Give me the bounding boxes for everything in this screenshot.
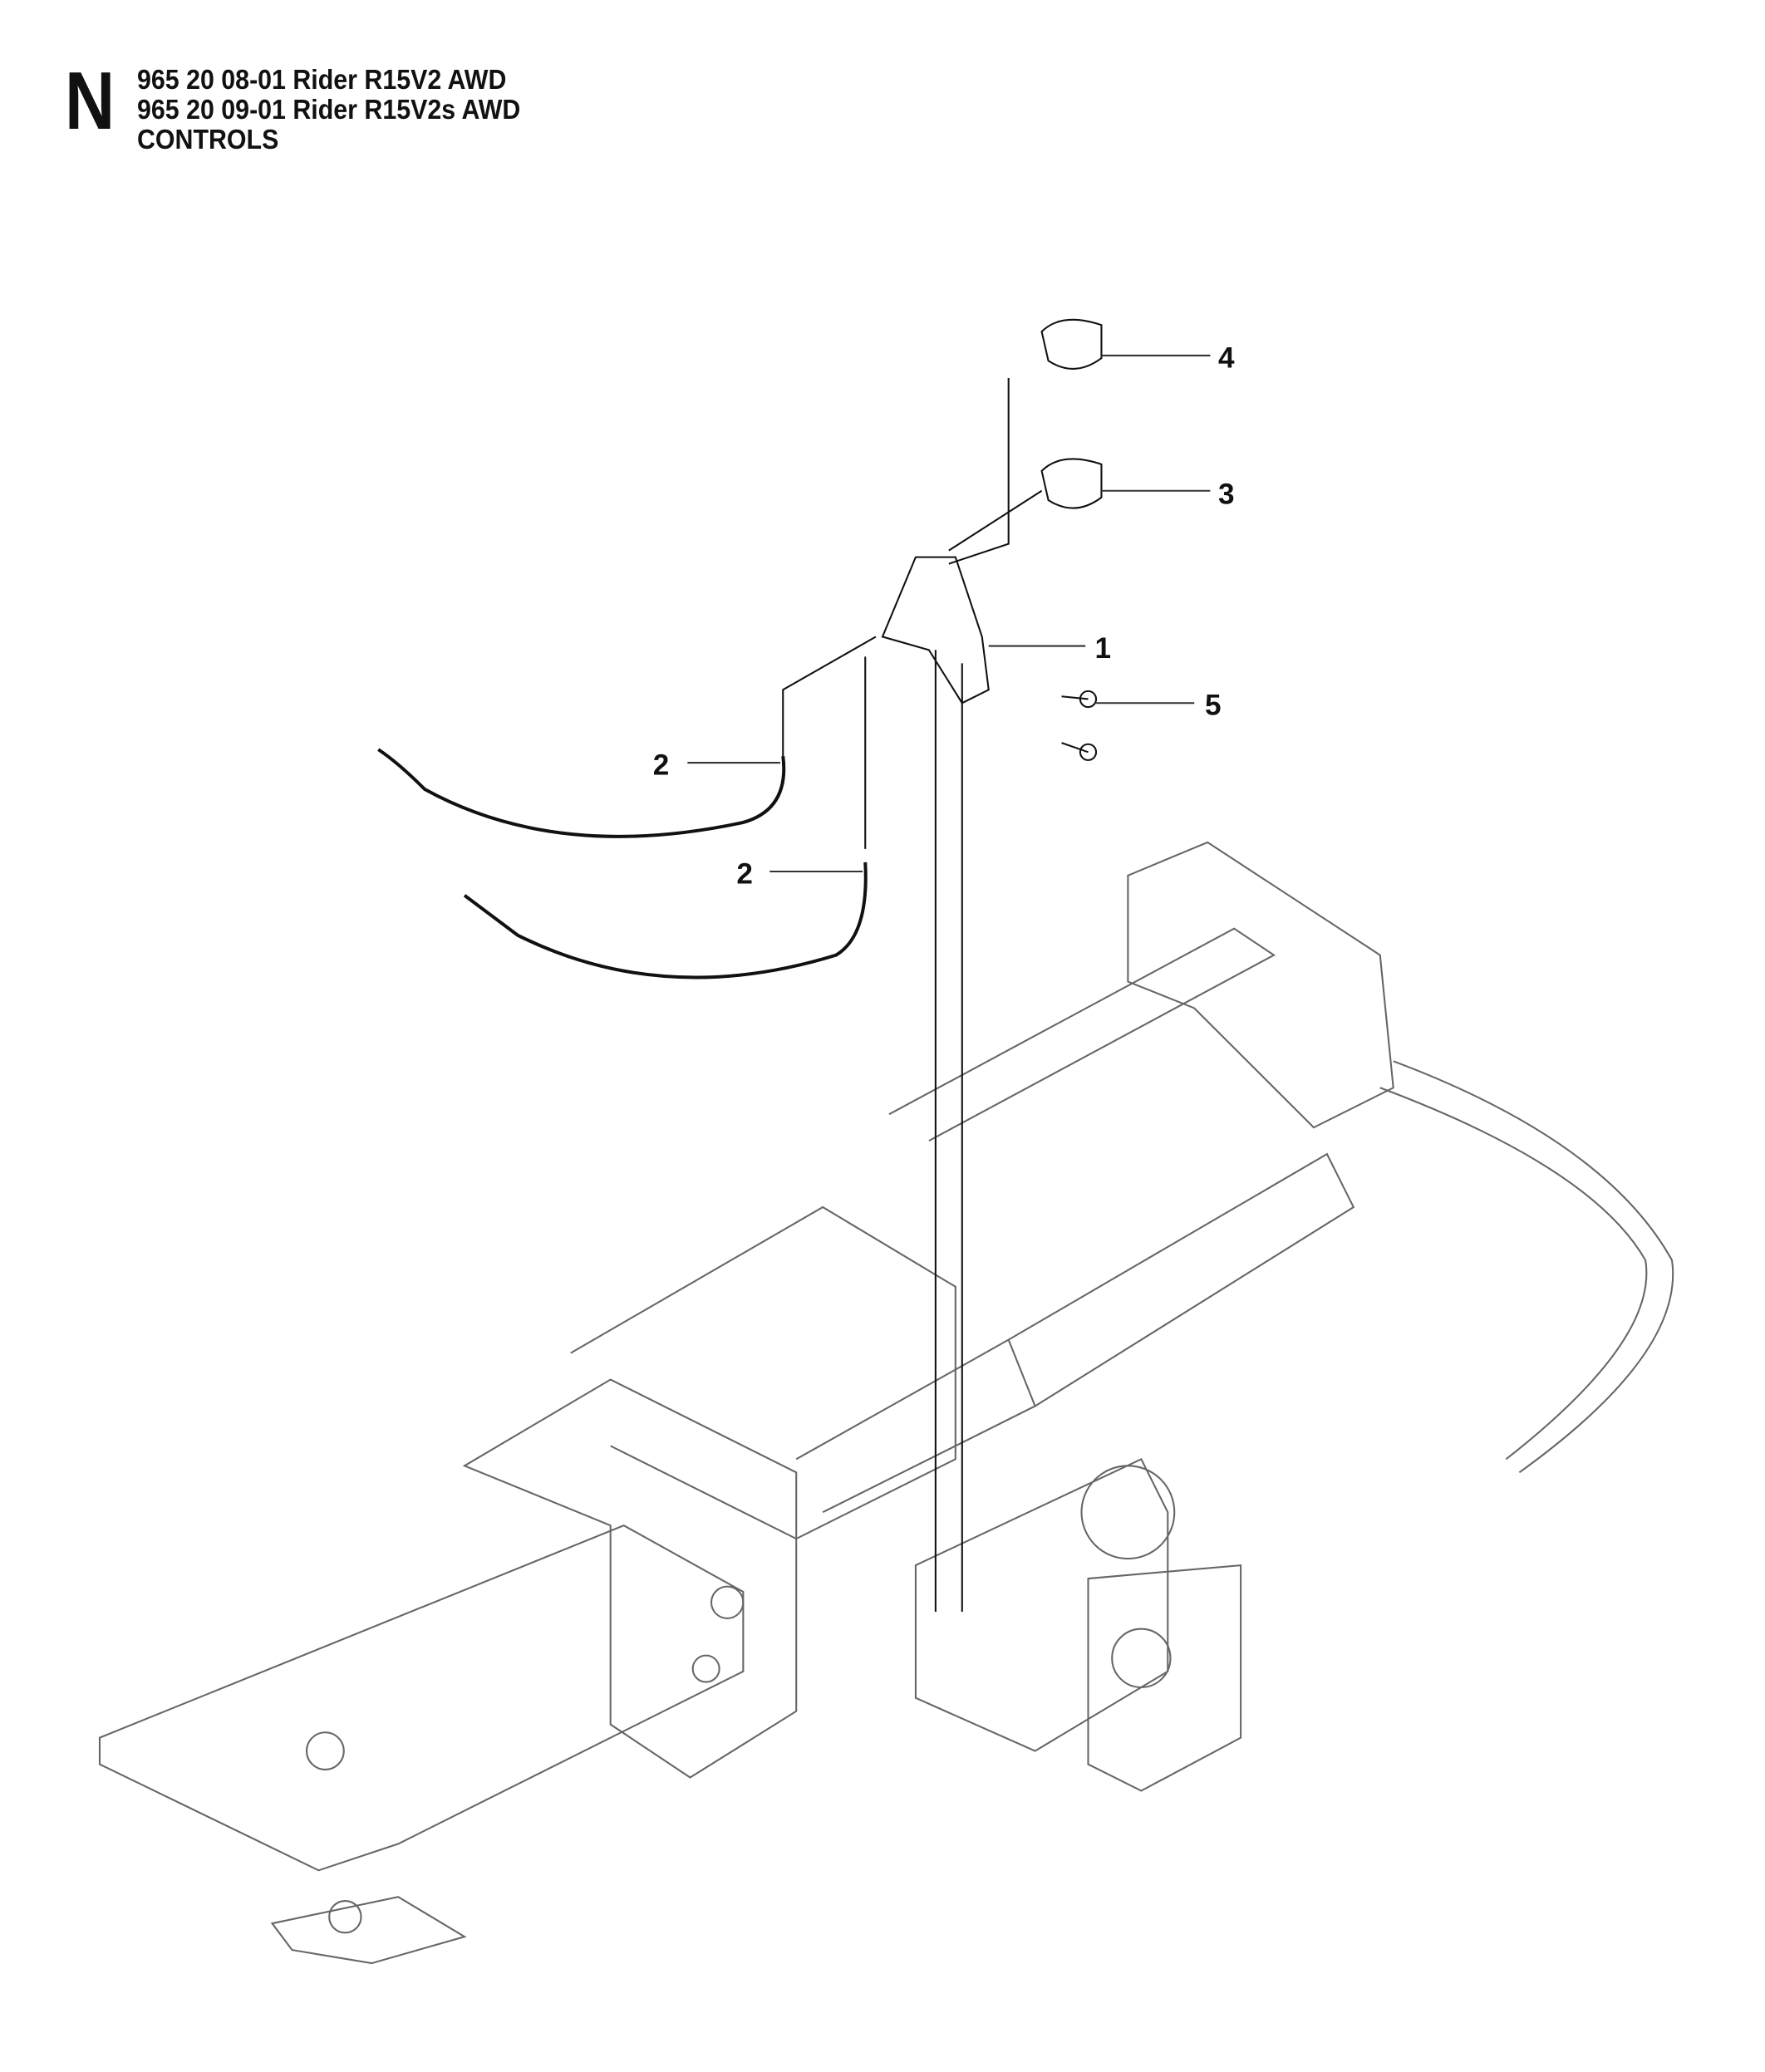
- section-letter: N: [65, 55, 116, 146]
- callout-3: 3: [1218, 479, 1235, 511]
- model-line-1: 965 20 08-01 Rider R15V2 AWD: [137, 64, 507, 95]
- callout-1: 1: [1094, 632, 1111, 665]
- callout-5: 5: [1205, 690, 1222, 722]
- chassis-frame: [98, 841, 1674, 1965]
- model-line-2: 965 20 09-01 Rider R15V2s AWD: [137, 94, 521, 125]
- callout-2-upper: 2: [653, 749, 670, 781]
- section-name: CONTROLS: [137, 124, 279, 155]
- control-assembly: [377, 318, 1103, 1612]
- callout-2-lower: 2: [736, 857, 753, 890]
- diagram-title: 965 20 08-01 Rider R15V2 AWD 965 20 09-0…: [137, 65, 520, 155]
- callout-4: 4: [1218, 341, 1235, 374]
- leader-lines: [687, 354, 1211, 873]
- knob-4-shape: [1040, 318, 1103, 370]
- knob-3-shape: [1040, 458, 1103, 509]
